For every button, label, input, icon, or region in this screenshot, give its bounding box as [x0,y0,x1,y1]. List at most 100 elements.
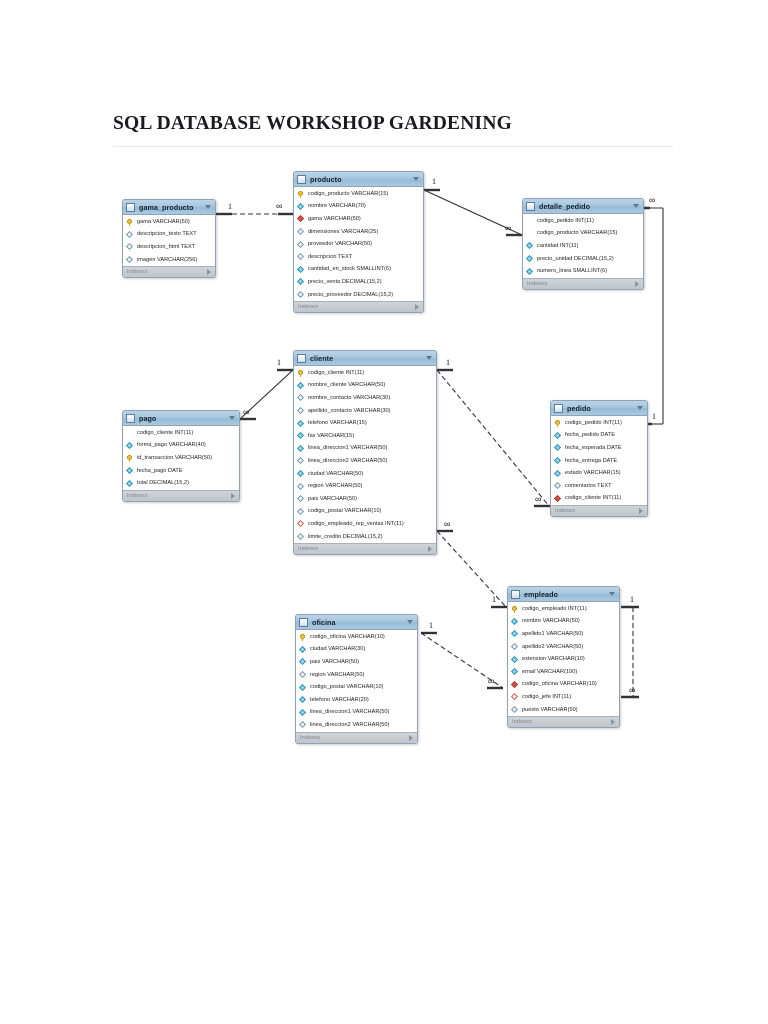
column-row[interactable]: linea_direccion1 VARCHAR(50) [294,443,436,456]
column-row[interactable]: total DECIMAL(15,2) [123,477,239,490]
column-row[interactable]: codigo_jefe INT(11) [508,691,619,704]
expand-icon[interactable] [639,508,643,515]
column-row[interactable]: codigo_pedido INT(11) [551,417,647,430]
column-row[interactable]: ciudad VARCHAR(50) [294,468,436,481]
column-row[interactable]: codigo_postal VARCHAR(10) [296,681,417,694]
column-row[interactable]: descripcion TEXT [294,251,423,264]
expand-icon[interactable] [207,269,211,276]
column-row[interactable]: proveedor VARCHAR(50) [294,238,423,251]
entity-header[interactable]: gama_producto [123,200,215,215]
chevron-down-icon[interactable] [205,205,211,209]
column-row[interactable]: pais VARCHAR(50) [296,656,417,669]
chevron-down-icon[interactable] [407,620,413,624]
expand-icon[interactable] [409,734,413,741]
indexes-footer[interactable]: Indexes [551,505,647,517]
expand-icon[interactable] [635,280,639,287]
column-row[interactable]: nombre VARCHAR(50) [508,616,619,629]
indexes-footer[interactable]: Indexes [294,543,436,555]
column-row[interactable]: comentarios TEXT [551,480,647,493]
column-row[interactable]: cantidad INT(11) [523,240,643,253]
column-row[interactable]: linea_direccion2 VARCHAR(50) [296,719,417,732]
entity-header[interactable]: cliente [294,351,436,366]
column-row[interactable]: descripcion_html TEXT [123,241,215,254]
column-row[interactable]: precio_proveedor DECIMAL(15,2) [294,289,423,302]
column-row[interactable]: gama VARCHAR(50) [123,216,215,229]
column-row[interactable]: codigo_postal VARCHAR(10) [294,506,436,519]
column-row[interactable]: telefono VARCHAR(15) [294,417,436,430]
entity-header[interactable]: pedido [551,401,647,416]
chevron-down-icon[interactable] [426,356,432,360]
chevron-down-icon[interactable] [609,592,615,596]
column-row[interactable]: fecha_entrega DATE [551,455,647,468]
column-row[interactable]: region VARCHAR(50) [294,480,436,493]
column-row[interactable]: codigo_empleado_rep_ventas INT(11) [294,518,436,531]
column-row[interactable]: codigo_cliente INT(11) [123,427,239,440]
column-row[interactable]: codigo_cliente INT(11) [294,367,436,380]
entity-header[interactable]: empleado [508,587,619,602]
chevron-down-icon[interactable] [229,416,235,420]
entity-oficina[interactable]: oficina codigo_oficina VARCHAR(10) ciuda… [295,614,418,744]
indexes-footer[interactable]: Indexes [296,731,417,743]
column-row[interactable]: email VARCHAR(100) [508,666,619,679]
entity-header[interactable]: pago [123,411,239,426]
column-row[interactable]: forma_pago VARCHAR(40) [123,440,239,453]
column-row[interactable]: estado VARCHAR(15) [551,467,647,480]
entity-header[interactable]: oficina [296,615,417,630]
column-row[interactable]: gama VARCHAR(50) [294,213,423,226]
column-row[interactable]: id_transaccion VARCHAR(50) [123,452,239,465]
column-row[interactable]: descripcion_texto TEXT [123,229,215,242]
column-row[interactable]: cantidad_en_stock SMALLINT(6) [294,264,423,277]
column-row[interactable]: precio_unidad DECIMAL(15,2) [523,253,643,266]
indexes-footer[interactable]: Indexes [123,266,215,278]
column-row[interactable]: codigo_oficina VARCHAR(10) [296,631,417,644]
entity-empleado[interactable]: empleado codigo_empleado INT(11) nombre … [507,586,620,729]
column-row[interactable]: nombre_cliente VARCHAR(50) [294,380,436,393]
column-row[interactable]: codigo_producto VARCHAR(15) [523,228,643,241]
column-row[interactable]: nombre_contacto VARCHAR(30) [294,392,436,405]
column-row[interactable]: limite_credito DECIMAL(15,2) [294,531,436,544]
column-row[interactable]: pais VARCHAR(50) [294,493,436,506]
column-row[interactable]: codigo_cliente INT(11) [551,493,647,506]
entity-pago[interactable]: pago codigo_cliente INT(11) forma_pago V… [122,410,240,502]
expand-icon[interactable] [611,719,615,726]
column-row[interactable]: nombre VARCHAR(70) [294,201,423,214]
column-row[interactable]: codigo_empleado INT(11) [508,603,619,616]
entity-header[interactable]: producto [294,172,423,187]
column-row[interactable]: codigo_producto VARCHAR(15) [294,188,423,201]
column-row[interactable]: fax VARCHAR(15) [294,430,436,443]
column-row[interactable]: codigo_pedido INT(11) [523,215,643,228]
chevron-down-icon[interactable] [633,204,639,208]
chevron-down-icon[interactable] [413,177,419,181]
column-row[interactable]: apellido2 VARCHAR(50) [508,641,619,654]
column-row[interactable]: fecha_pago DATE [123,465,239,478]
column-row[interactable]: fecha_esperada DATE [551,442,647,455]
column-row[interactable]: precio_venta DECIMAL(15,2) [294,276,423,289]
column-row[interactable]: numero_linea SMALLINT(6) [523,265,643,278]
entity-header[interactable]: detalle_pedido [523,199,643,214]
entity-producto[interactable]: producto codigo_producto VARCHAR(15) nom… [293,171,424,314]
indexes-footer[interactable]: Indexes [508,716,619,728]
column-row[interactable]: imagen VARCHAR(256) [123,254,215,267]
column-row[interactable]: linea_direccion1 VARCHAR(50) [296,707,417,720]
entity-gama-producto[interactable]: gama_producto gama VARCHAR(50) descripci… [122,199,216,279]
expand-icon[interactable] [428,546,432,553]
indexes-footer[interactable]: Indexes [294,301,423,313]
column-row[interactable]: region VARCHAR(50) [296,669,417,682]
expand-icon[interactable] [415,304,419,311]
entity-detalle-pedido[interactable]: detalle_pedido codigo_pedido INT(11) cod… [522,198,644,290]
entity-cliente[interactable]: cliente codigo_cliente INT(11) nombre_cl… [293,350,437,556]
chevron-down-icon[interactable] [637,406,643,410]
column-row[interactable]: ciudad VARCHAR(30) [296,644,417,657]
indexes-footer[interactable]: Indexes [123,489,239,501]
column-row[interactable]: apellido_contacto VARCHAR(30) [294,405,436,418]
column-row[interactable]: fecha_pedido DATE [551,430,647,443]
column-row[interactable]: dimensiones VARCHAR(25) [294,226,423,239]
expand-icon[interactable] [231,492,235,499]
column-row[interactable]: puesto VARCHAR(50) [508,704,619,717]
indexes-footer[interactable]: Indexes [523,277,643,289]
entity-pedido[interactable]: pedido codigo_pedido INT(11) fecha_pedid… [550,400,648,518]
column-row[interactable]: telefono VARCHAR(20) [296,694,417,707]
column-row[interactable]: codigo_oficina VARCHAR(10) [508,679,619,692]
column-row[interactable]: apellido1 VARCHAR(50) [508,628,619,641]
column-row[interactable]: linea_direccion2 VARCHAR(50) [294,455,436,468]
